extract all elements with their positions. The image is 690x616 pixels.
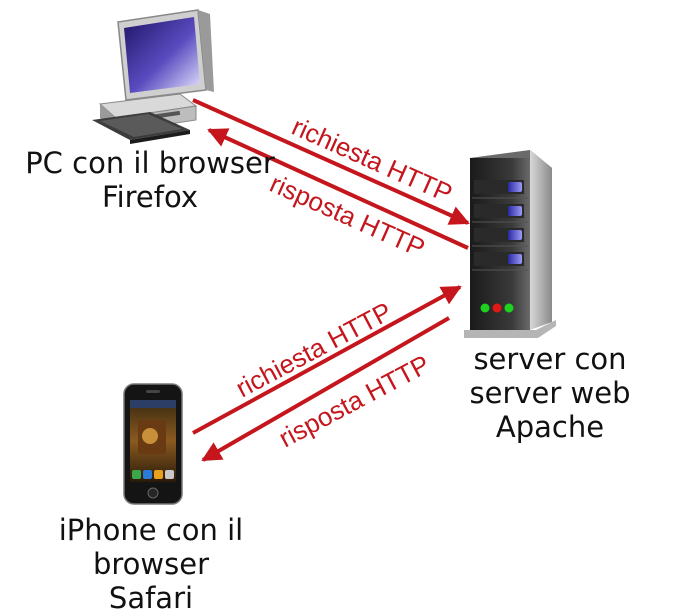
- pc-caption-line2: Firefox: [102, 180, 198, 214]
- server-caption-line1: server con: [473, 342, 627, 376]
- pc-caption: PC con il browser Firefox: [0, 146, 300, 214]
- iphone-caption-line1: iPhone con il browser: [58, 513, 244, 581]
- pc-request-arrow: [192, 98, 470, 225]
- smartphone-icon: [123, 383, 183, 505]
- desktop-pc-icon: [92, 9, 214, 144]
- server-tower-icon: [464, 150, 556, 338]
- pc-caption-line1: PC con il browser: [25, 146, 275, 180]
- iphone-caption: iPhone con il browser Safari: [0, 513, 302, 615]
- server-caption: server con server web Apache: [415, 342, 685, 444]
- iphone-request-arrow: [192, 285, 462, 435]
- iphone-response-arrow: [201, 316, 450, 462]
- iphone-caption-line2: Safari: [108, 581, 194, 615]
- pc-response-arrow: [207, 128, 469, 250]
- server-caption-line2: server web Apache: [469, 376, 631, 444]
